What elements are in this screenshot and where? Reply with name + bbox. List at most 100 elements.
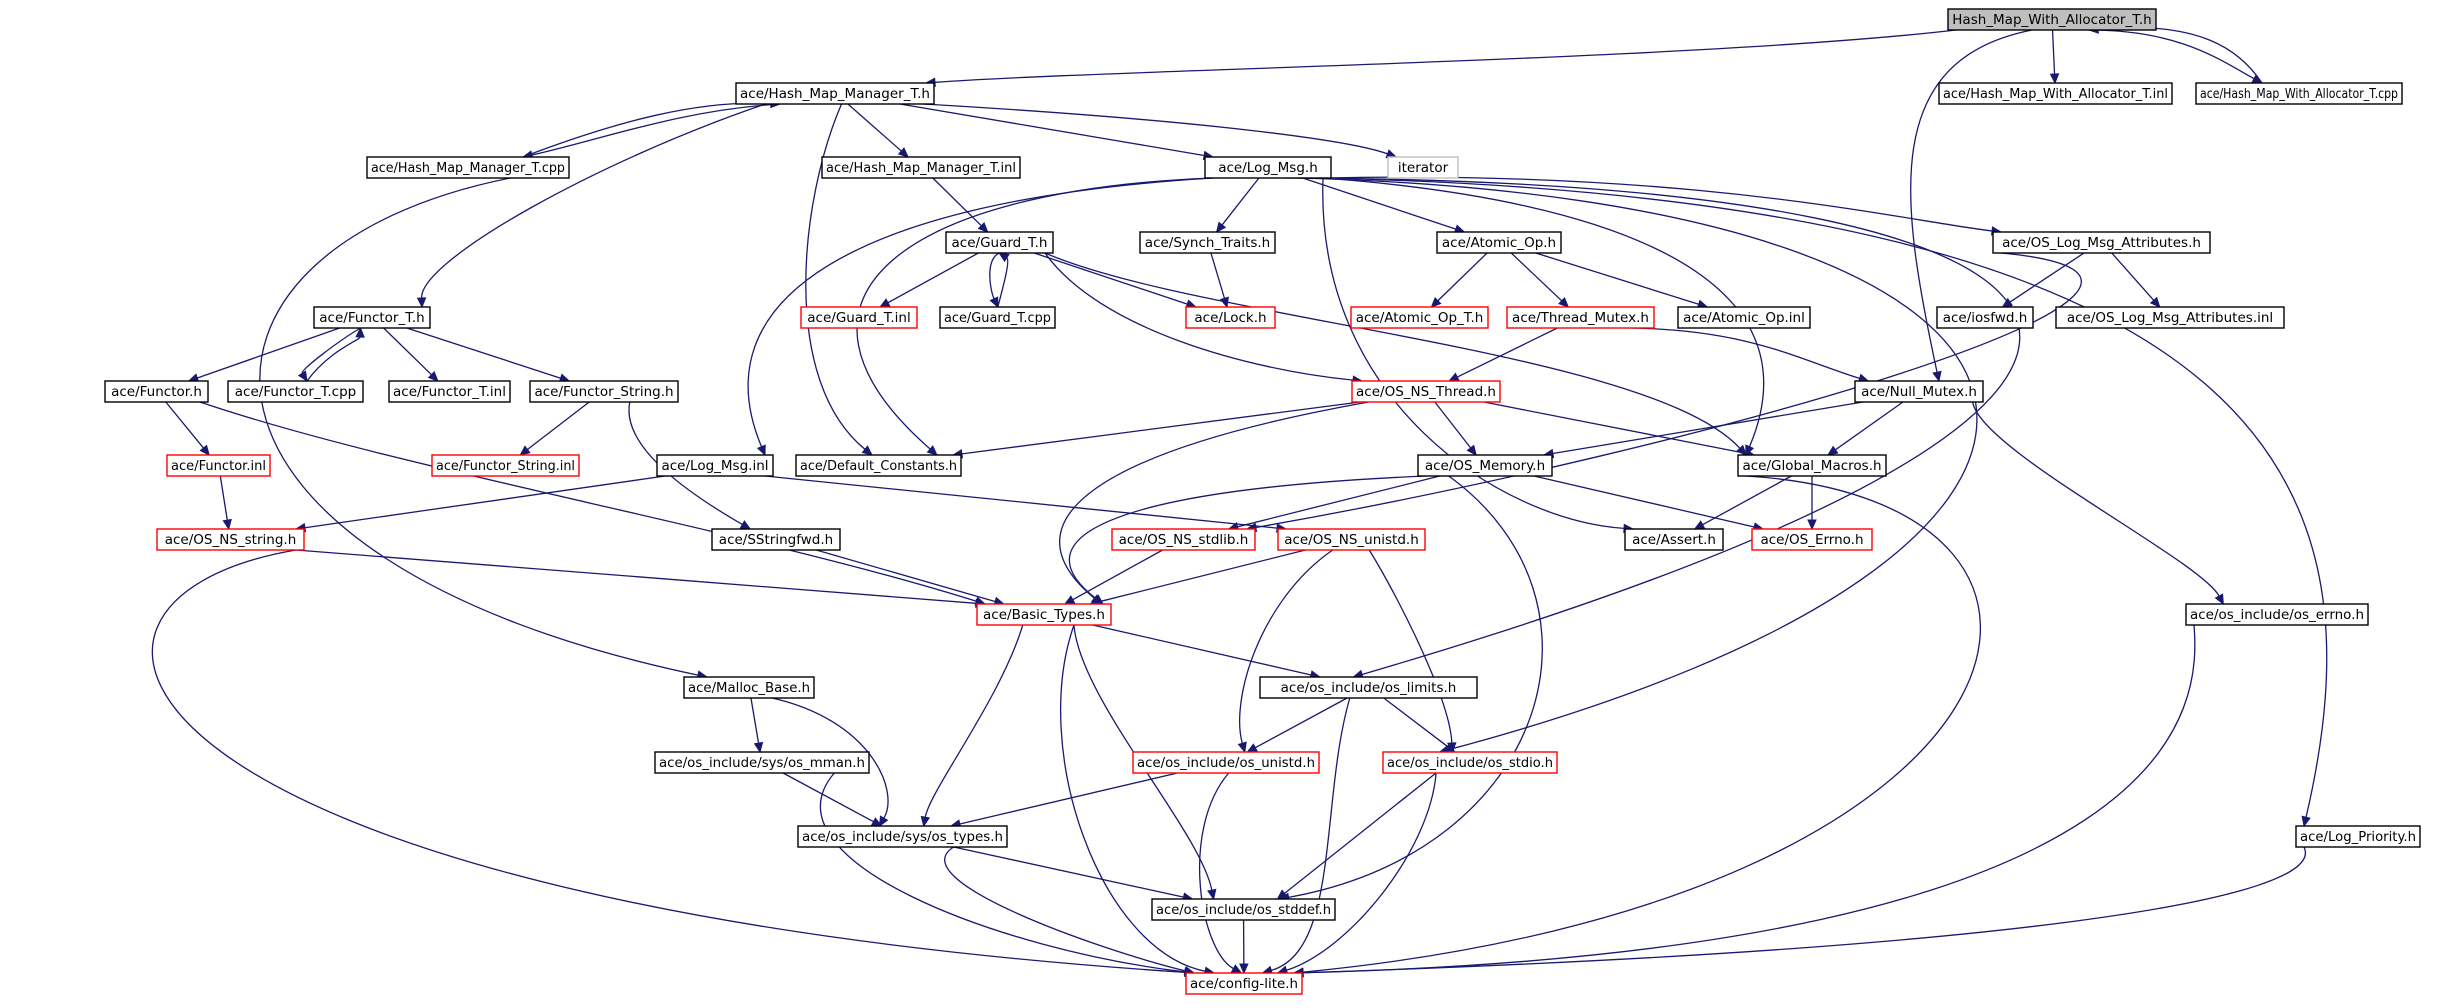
edge-hmwa_cpp-to-root bbox=[2087, 24, 2263, 84]
node-hmwa-inl[interactable]: ace/Hash_Map_With_Allocator_T.inl bbox=[1938, 82, 2173, 105]
edge-line bbox=[197, 327, 340, 379]
node-functor-t-h[interactable]: ace/Functor_T.h bbox=[313, 306, 431, 329]
node-basic-types[interactable]: ace/Basic_Types.h bbox=[976, 603, 1112, 626]
node-functor-h[interactable]: ace/Functor.h bbox=[104, 380, 209, 403]
edge-logmsg_h-to-oslogattr_h bbox=[1322, 176, 2003, 236]
node-label: ace/Hash_Map_Manager_T.inl bbox=[826, 160, 1016, 176]
node-box bbox=[1350, 306, 1489, 329]
node-functor-t-cpp[interactable]: ace/Functor_T.cpp bbox=[227, 380, 364, 403]
arrowhead bbox=[1237, 741, 1247, 754]
node-label: ace/Lock.h bbox=[1194, 310, 1266, 326]
edge-guard_h-to-guard_inl bbox=[878, 252, 979, 308]
node-hmm-cpp[interactable]: ace/Hash_Map_Manager_T.cpp bbox=[366, 156, 570, 179]
node-box bbox=[1737, 454, 1887, 477]
edge-os_ns_unistd-to-basic_types bbox=[1088, 549, 1306, 607]
node-iosfwd[interactable]: ace/iosfwd.h bbox=[1936, 306, 2034, 329]
edge-line bbox=[2111, 252, 2155, 301]
node-functor-inl[interactable]: ace/Functor.inl bbox=[166, 454, 271, 477]
node-atomic-h[interactable]: ace/Atomic_Op.h bbox=[1436, 231, 1562, 254]
node-sstringfwd[interactable]: ace/SStringfwd.h bbox=[711, 528, 841, 551]
node-atomic-inl[interactable]: ace/Atomic_Op.inl bbox=[1677, 306, 1811, 329]
node-default-const[interactable]: ace/Default_Constants.h bbox=[795, 454, 962, 477]
node-label: ace/OS_NS_Thread.h bbox=[1356, 384, 1496, 400]
node-sys-mman[interactable]: ace/os_include/sys/os_mman.h bbox=[654, 751, 870, 774]
node-box bbox=[388, 380, 511, 403]
node-functor-string-h[interactable]: ace/Functor_String.h bbox=[529, 380, 679, 403]
edge-line bbox=[1434, 401, 1472, 449]
edge-hmm_h-to-default_const bbox=[805, 103, 873, 456]
node-null-mutex[interactable]: ace/Null_Mutex.h bbox=[1854, 380, 1984, 403]
edge-os_stdio-to-os_stddef bbox=[1276, 772, 1437, 900]
node-os-stdio[interactable]: ace/os_include/os_stdio.h bbox=[1382, 751, 1558, 774]
node-log-priority[interactable]: ace/Log_Priority.h bbox=[2295, 825, 2421, 848]
node-guard-inl[interactable]: ace/Guard_T.inl bbox=[800, 306, 918, 329]
node-box bbox=[104, 380, 209, 403]
node-iterator[interactable]: iterator bbox=[1387, 156, 1459, 179]
node-box bbox=[2055, 306, 2285, 329]
node-os-stddef[interactable]: ace/os_include/os_stddef.h bbox=[1151, 898, 1336, 921]
node-label: ace/Atomic_Op.inl bbox=[1683, 310, 1805, 326]
edge-atomic_h-to-atomic_t_h bbox=[1430, 252, 1488, 308]
node-guard-h[interactable]: ace/Guard_T.h bbox=[945, 231, 1054, 254]
node-box bbox=[1436, 231, 1562, 254]
node-thread-mutex[interactable]: ace/Thread_Mutex.h bbox=[1506, 306, 1655, 329]
node-label: ace/Null_Mutex.h bbox=[1861, 384, 1977, 400]
node-logmsg-inl[interactable]: ace/Log_Msg.inl bbox=[656, 454, 774, 477]
node-oslogattr-h[interactable]: ace/OS_Log_Msg_Attributes.h bbox=[1992, 231, 2211, 254]
node-os-limits[interactable]: ace/os_include/os_limits.h bbox=[1259, 676, 1478, 699]
node-synch-traits[interactable]: ace/Synch_Traits.h bbox=[1139, 231, 1276, 254]
node-oslogattr-inl[interactable]: ace/OS_Log_Msg_Attributes.inl bbox=[2055, 306, 2285, 329]
edge-line bbox=[847, 103, 902, 152]
node-label: ace/Guard_T.h bbox=[952, 235, 1048, 251]
node-os-errno-ace[interactable]: ace/OS_Errno.h bbox=[1751, 528, 1873, 551]
node-os-ns-stdlib[interactable]: ace/OS_NS_stdlib.h bbox=[1111, 528, 1256, 551]
node-functor-string-inl[interactable]: ace/Functor_String.inl bbox=[431, 454, 580, 477]
node-label: ace/OS_Log_Msg_Attributes.inl bbox=[2067, 310, 2273, 326]
node-box bbox=[1185, 306, 1276, 329]
node-label: ace/Functor_T.inl bbox=[393, 384, 506, 400]
edge-line bbox=[406, 327, 561, 379]
node-hmwa-cpp[interactable]: ace/Hash_Map_With_Allocator_T.cpp bbox=[2195, 82, 2403, 105]
node-assert-h[interactable]: ace/Assert.h bbox=[1624, 528, 1724, 551]
arrowhead bbox=[2049, 73, 2060, 85]
node-label: ace/iosfwd.h bbox=[1943, 310, 2028, 326]
edge-functor_t_cpp-to-functor_t_h bbox=[306, 326, 365, 382]
node-label: ace/Basic_Types.h bbox=[983, 607, 1105, 623]
edge-global_macros-to-os_errno_ace bbox=[1807, 476, 1817, 531]
node-guard-cpp[interactable]: ace/Guard_T.cpp bbox=[939, 306, 1056, 329]
arrowhead bbox=[1558, 297, 1570, 308]
node-os-ns-thread[interactable]: ace/OS_NS_Thread.h bbox=[1351, 380, 1501, 403]
node-os-inc-errno[interactable]: ace/os_include/os_errno.h bbox=[2185, 603, 2369, 626]
edge-line bbox=[1302, 846, 2307, 974]
node-os-ns-string[interactable]: ace/OS_NS_string.h bbox=[156, 528, 305, 551]
node-functor-t-inl[interactable]: ace/Functor_T.inl bbox=[388, 380, 511, 403]
node-os-unistd[interactable]: ace/os_include/os_unistd.h bbox=[1132, 751, 1320, 774]
node-os-ns-unistd[interactable]: ace/OS_NS_unistd.h bbox=[1277, 528, 1426, 551]
node-global-macros[interactable]: ace/Global_Macros.h bbox=[1737, 454, 1887, 477]
node-logmsg-h[interactable]: ace/Log_Msg.h bbox=[1204, 156, 1332, 179]
node-box bbox=[1111, 528, 1256, 551]
node-atomic-t-h[interactable]: ace/Atomic_Op_T.h bbox=[1350, 306, 1489, 329]
edge-root-to-null_mutex bbox=[1910, 29, 2033, 383]
node-label: ace/Global_Macros.h bbox=[1742, 458, 1881, 474]
node-malloc-base[interactable]: ace/Malloc_Base.h bbox=[683, 676, 815, 699]
node-box bbox=[313, 306, 431, 329]
edge-line bbox=[923, 103, 1388, 155]
node-lock-h[interactable]: ace/Lock.h bbox=[1185, 306, 1276, 329]
edge-line bbox=[306, 336, 361, 382]
node-hmm-h[interactable]: ace/Hash_Map_Manager_T.h bbox=[735, 82, 935, 105]
node-os-memory[interactable]: ace/OS_Memory.h bbox=[1417, 454, 1553, 477]
edge-line bbox=[1510, 252, 1563, 302]
node-label: ace/os_include/os_errno.h bbox=[2190, 607, 2364, 623]
edge-line bbox=[1552, 401, 1864, 455]
node-label: ace/Functor_T.h bbox=[319, 310, 424, 326]
arrowhead bbox=[1246, 743, 1258, 753]
node-config-lite[interactable]: ace/config-lite.h bbox=[1185, 972, 1303, 995]
node-sys-types[interactable]: ace/os_include/sys/os_types.h bbox=[797, 825, 1008, 848]
node-label: ace/OS_Memory.h bbox=[1425, 458, 1545, 474]
edge-guard_h-to-lock_h bbox=[1033, 252, 1198, 309]
edge-line bbox=[1210, 252, 1226, 299]
edge-os_memory-to-os_ns_stdlib bbox=[1227, 475, 1440, 532]
node-root[interactable]: Hash_Map_With_Allocator_T.h bbox=[1947, 8, 2157, 31]
node-hmm-inl[interactable]: ace/Hash_Map_Manager_T.inl bbox=[821, 156, 1021, 179]
